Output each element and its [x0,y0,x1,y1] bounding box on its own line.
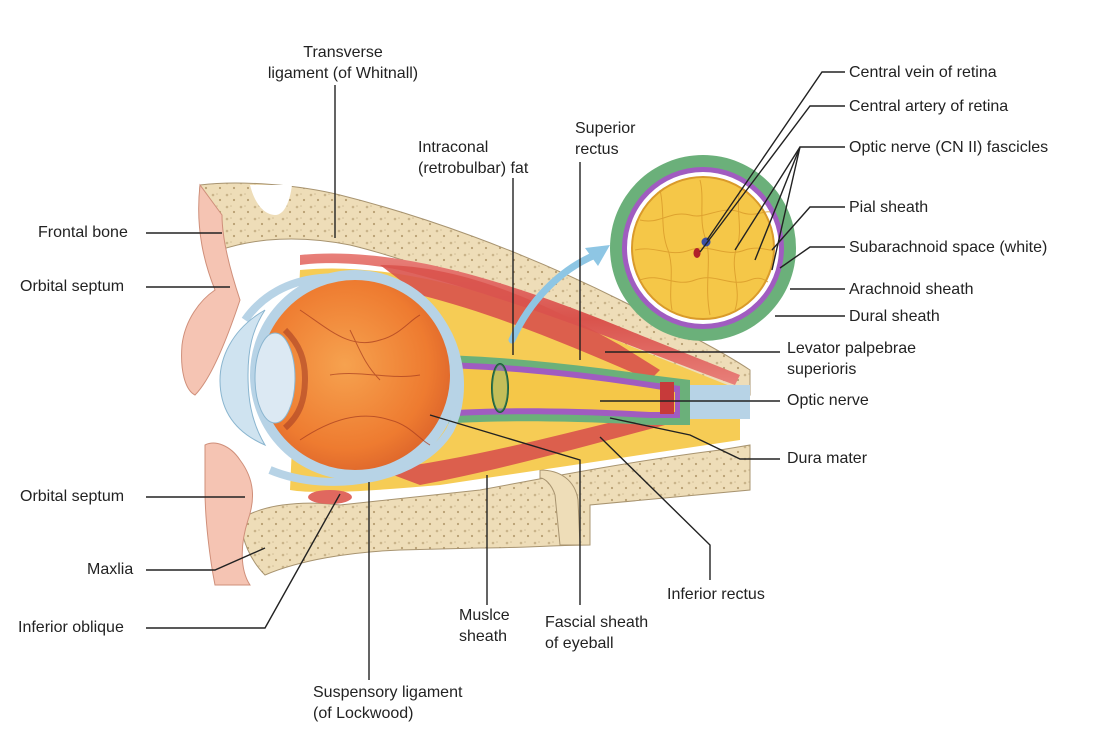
label-central-artery: Central artery of retina [849,98,1009,115]
lower-eyelid [204,442,253,586]
central-artery-dot [693,248,701,258]
label-inferior-rectus: Inferior rectus [667,586,765,603]
zoom-arrow [508,251,599,344]
lens [254,332,296,424]
section-marker [491,363,509,413]
upper-eyelid [181,183,241,396]
label-suspensory-ligament: Suspensory ligament (of Lockwood) [313,684,463,722]
frontal-sinus [250,185,292,215]
label-inferior-oblique: Inferior oblique [18,619,124,636]
label-superior-rectus: Superior rectus [575,120,636,158]
label-subarachnoid: Subarachnoid space (white) [849,239,1048,256]
inferior-oblique-muscle [308,490,352,504]
label-dura-mater: Dura mater [787,450,868,467]
label-levator: Levator palpebrae superioris [787,340,916,378]
central-vein-dot [701,237,711,247]
label-pial-sheath: Pial sheath [849,199,929,216]
label-intraconal-fat: Intraconal (retrobulbar) fat [418,139,529,177]
label-optic-fascicles: Optic nerve (CN II) fascicles [849,139,1049,156]
label-orbital-septum-bottom: Orbital septum [20,488,125,505]
label-arachnoid-sheath: Arachnoid sheath [849,281,974,298]
label-dural-sheath: Dural sheath [849,308,940,325]
label-transverse-ligament: Transverse ligament (of Whitnall) [267,44,419,82]
label-orbital-septum-top: Orbital septum [20,278,125,295]
label-fascial-sheath: Fascial sheath of eyeball [545,614,649,652]
cornea [219,309,267,447]
label-frontal-bone: Frontal bone [38,224,128,241]
label-muscle-sheath: Muslce sheath [459,607,510,645]
label-maxlia: Maxlia [87,561,134,578]
label-optic-nerve: Optic nerve [787,392,869,409]
label-central-vein: Central vein of retina [849,64,997,81]
inferior-rectus-muscle [380,410,665,485]
